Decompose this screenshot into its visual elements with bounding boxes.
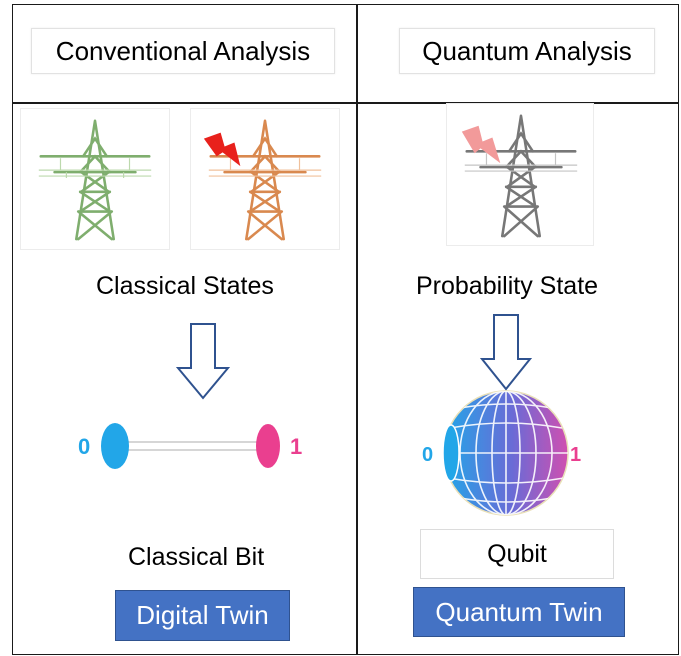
bit-zero-label: 0 <box>78 434 90 459</box>
conventional-analysis-header: Conventional Analysis <box>31 28 335 74</box>
lightning-icon <box>461 125 501 164</box>
tower-icon <box>465 114 577 238</box>
classical-bit-label: Classical Bit <box>128 543 265 571</box>
qubit-zero-label: 0 <box>422 444 433 466</box>
down-arrow-icon <box>480 314 532 391</box>
tower-quantum-image <box>446 103 594 246</box>
classical-states-label: Classical States <box>96 272 274 300</box>
tower-icon <box>38 119 152 241</box>
quantum-twin-button[interactable]: Quantum Twin <box>413 587 625 637</box>
quantum-analysis-header: Quantum Analysis <box>399 28 655 74</box>
tower-fault-image <box>190 108 340 250</box>
column-divider <box>356 4 358 655</box>
lightning-icon <box>203 132 241 167</box>
qubit-label: Qubit <box>420 529 614 579</box>
digital-twin-button[interactable]: Digital Twin <box>115 590 290 641</box>
tower-icon <box>209 119 321 241</box>
header-divider <box>12 102 679 104</box>
classical-bit-graphic: 0 1 <box>78 423 302 469</box>
qubit-one-label: 1 <box>570 444 581 466</box>
diagram-frame <box>12 4 679 655</box>
tower-normal-image <box>20 108 170 250</box>
probability-state-label: Probability State <box>416 272 599 300</box>
bit-one-label: 1 <box>290 434 302 459</box>
bloch-sphere-icon: 0 1 <box>422 390 581 516</box>
down-arrow-icon <box>176 323 230 400</box>
